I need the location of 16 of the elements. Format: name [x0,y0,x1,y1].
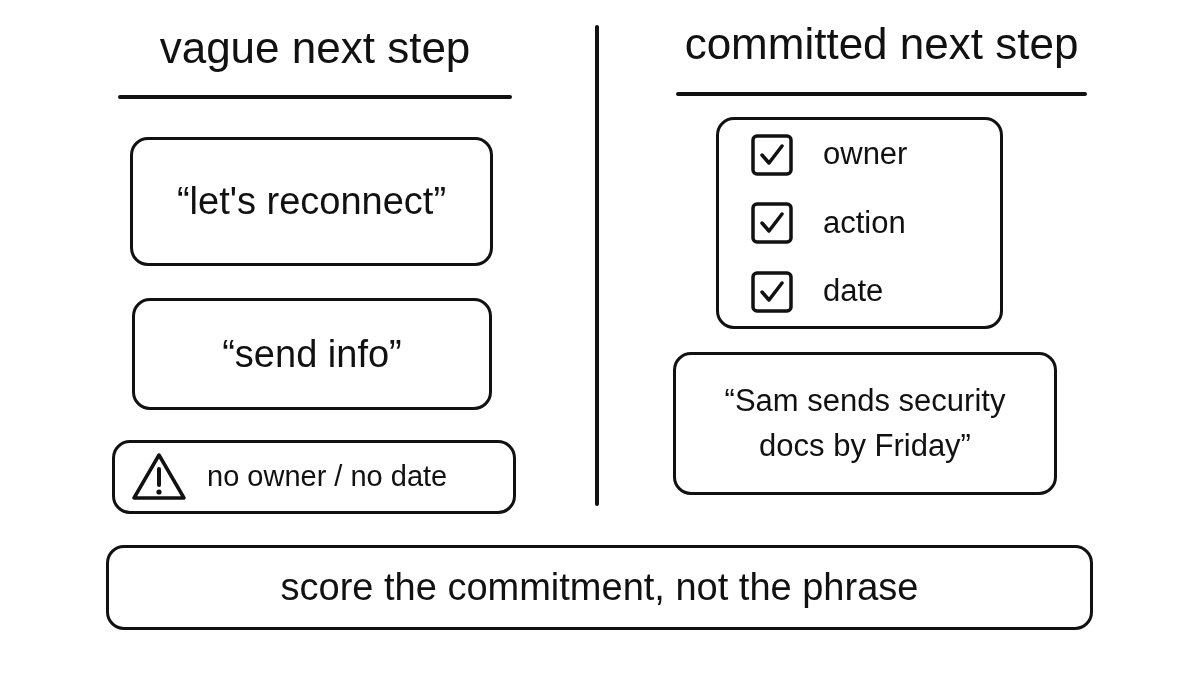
quote-text: “Sam sends security docs by Friday” [723,381,1007,465]
quote-text: “send info” [222,331,402,377]
warning-text: no owner / no date [207,459,448,495]
checklist-item-text: action [823,203,906,242]
column-heading: vague next step [158,22,472,74]
column-heading: committed next step [683,18,1080,70]
rounded-box [132,298,492,410]
rounded-box [673,352,1057,495]
rounded-box [716,117,1003,329]
checklist-item-text: owner [823,135,908,174]
rounded-box [130,137,493,266]
checklist-item-text: date [823,272,884,311]
summary-text: score the commitment, not the phrase [280,565,919,610]
rounded-box [106,545,1093,630]
quote-text: “let's reconnect” [176,179,447,224]
rounded-box [112,440,516,514]
